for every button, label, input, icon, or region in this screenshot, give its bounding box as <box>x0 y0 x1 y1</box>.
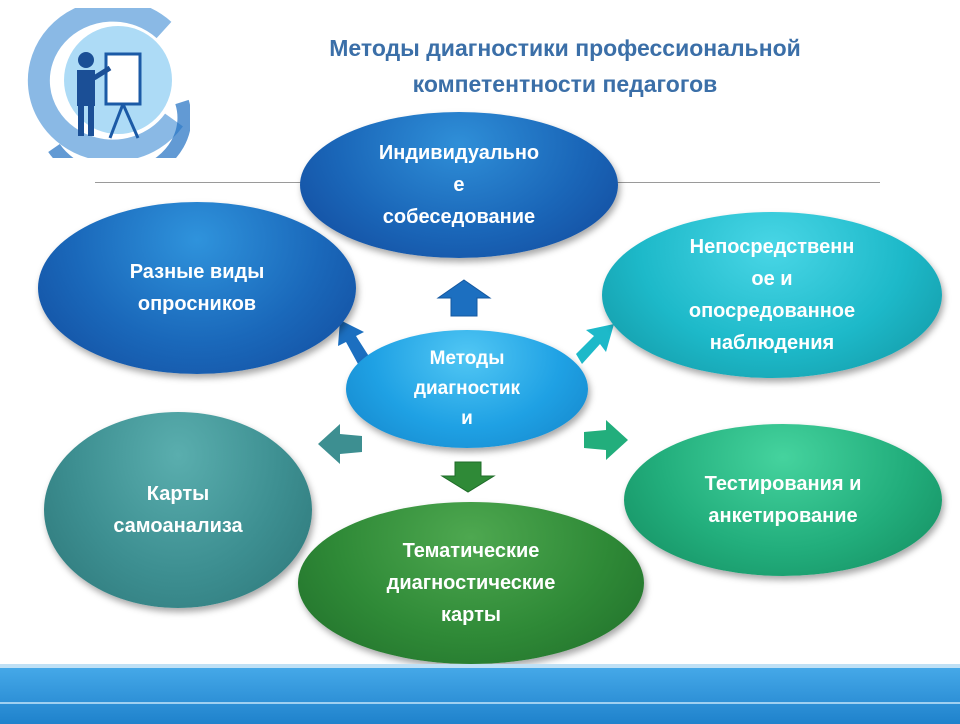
center-node-methods: Методы диагностик и <box>346 330 588 448</box>
method-label: Непосредственн ое и опосредованное наблю… <box>688 236 856 354</box>
method-thematic-cards: Тематические диагностические карты <box>298 502 644 664</box>
arrow-down-icon <box>440 461 496 493</box>
arrow-up-right-icon <box>576 324 614 364</box>
arrow-up-icon <box>436 279 492 317</box>
page-title: Методы диагностики профессиональной комп… <box>240 30 890 102</box>
method-observation: Непосредственн ое и опосредованное наблю… <box>602 212 942 378</box>
method-label: Разные виды опросников <box>129 261 265 315</box>
arrow-up-left-icon <box>338 320 370 364</box>
arrow-down-right-icon <box>584 420 628 460</box>
method-testing: Тестирования и анкетирование <box>624 424 942 576</box>
title-line-2: компетентности педагогов <box>412 71 718 97</box>
method-self-analysis-cards: Карты самоанализа <box>44 412 312 608</box>
arrow-down-left-icon <box>318 424 362 464</box>
method-label: Тематические диагностические карты <box>386 540 556 626</box>
method-questionnaires: Разные виды опросников <box>38 202 356 374</box>
method-individual-interview: Индивидуально е собеседование <box>300 112 618 258</box>
title-line-1: Методы диагностики профессиональной <box>329 35 801 61</box>
footer-bar <box>0 664 960 724</box>
method-label: Индивидуально е собеседование <box>378 142 540 228</box>
presenter-logo-icon <box>14 0 192 185</box>
center-label: Методы диагностик и <box>413 348 521 429</box>
method-label: Карты самоанализа <box>113 483 243 537</box>
method-label: Тестирования и анкетирование <box>704 473 862 527</box>
